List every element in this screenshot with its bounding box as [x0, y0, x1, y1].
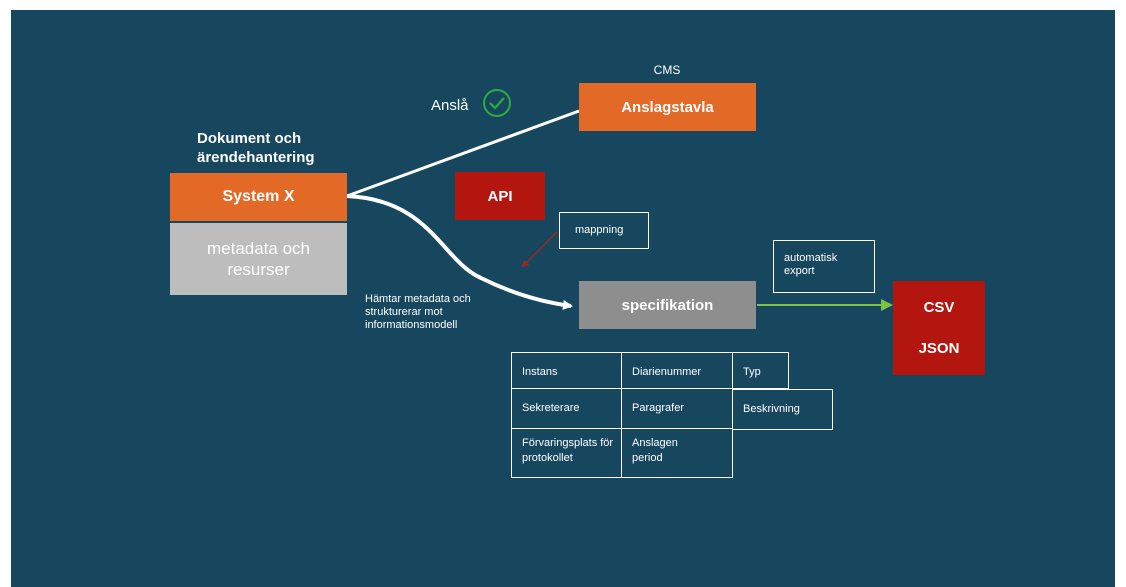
field-typ: Typ	[732, 352, 789, 389]
field-beskrivning: Beskrivning	[732, 389, 833, 430]
mapping-box: mappning	[559, 212, 649, 249]
csv-label: CSV	[923, 299, 955, 316]
source-heading: Dokument och ärendehantering	[197, 130, 315, 166]
cms-label: CMS	[653, 63, 681, 77]
diagram-canvas: Dokument och ärendehantering System X me…	[11, 10, 1115, 587]
check-circle-icon	[483, 89, 511, 117]
export-formats-box: CSV JSON	[893, 281, 985, 375]
field-instans-label: Instans	[522, 366, 558, 378]
fetch-note: Hämtar metadata och strukturerar mot inf…	[365, 293, 471, 331]
mapping-label: mappning	[575, 224, 624, 236]
connector-system-to-specifikation	[346, 194, 573, 310]
field-anslagen-period: Anslagen period	[621, 428, 733, 478]
mapping-pointer	[521, 231, 558, 268]
system-x-label: System X	[222, 188, 295, 205]
json-label: JSON	[918, 340, 960, 357]
anslagstavla-box: Anslagstavla	[579, 83, 756, 131]
field-anslagen-period-label: Anslagen period	[632, 437, 678, 464]
field-instans: Instans	[511, 352, 622, 389]
export-note-box: automatisk export	[773, 240, 875, 293]
specifikation-label: specifikation	[621, 296, 714, 314]
field-diarienummer-label: Diarienummer	[632, 366, 702, 378]
field-paragrafer: Paragrafer	[621, 388, 733, 429]
connector-system-to-anslagstavla	[346, 109, 580, 198]
publish-label: Anslå	[431, 97, 469, 114]
export-note-label: automatisk export	[784, 252, 838, 277]
api-label: API	[487, 187, 513, 205]
field-sekreterare-label: Sekreterare	[522, 402, 580, 414]
connector-layer	[346, 109, 893, 311]
field-forvaringsplats: Förvaringsplats för protokollet	[511, 428, 622, 478]
field-diarienummer: Diarienummer	[621, 352, 733, 389]
field-forvaringsplats-label: Förvaringsplats för protokollet	[522, 437, 614, 464]
api-box: API	[455, 172, 545, 220]
field-beskrivning-label: Beskrivning	[743, 403, 800, 415]
specifikation-box: specifikation	[579, 281, 756, 329]
field-paragrafer-label: Paragrafer	[632, 402, 684, 414]
field-sekreterare: Sekreterare	[511, 388, 622, 429]
system-x-box: System X	[170, 173, 347, 221]
anslagstavla-label: Anslagstavla	[621, 98, 714, 116]
metadata-box: metadata och resurser	[170, 223, 347, 295]
field-typ-label: Typ	[743, 366, 761, 378]
metadata-label: metadata och resurser	[206, 239, 310, 279]
